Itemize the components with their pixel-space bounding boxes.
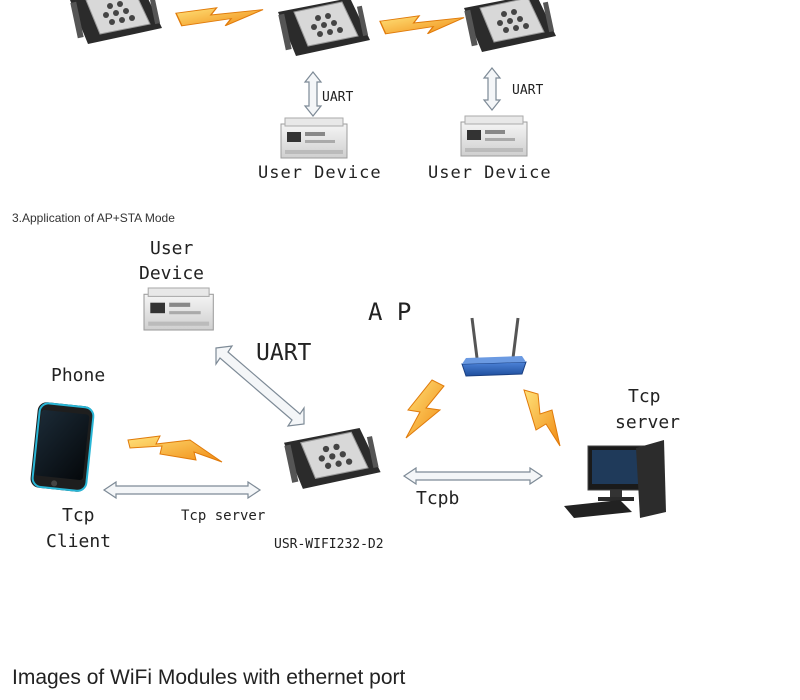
tcp-client-label-line1: Tcp	[62, 505, 95, 526]
tcp-link-arrow	[102, 480, 262, 500]
tcp-server-label-line2: server	[615, 412, 681, 433]
phone-icon	[30, 402, 95, 492]
top-lightning-1	[175, 7, 264, 27]
top-module-3	[463, 0, 557, 53]
router-lightning-right	[523, 389, 561, 447]
ap-label: A P	[368, 298, 412, 326]
footer-heading: Images of WiFi Modules with ethernet por…	[12, 666, 406, 689]
user-device-plc	[143, 287, 214, 331]
tcp-server-label-line1: Tcp	[628, 386, 661, 407]
uart-label: UART	[256, 340, 312, 366]
top-uart-arrow-1	[303, 71, 323, 117]
user-device-label-line1: User	[150, 238, 194, 259]
phone-lightning	[127, 435, 223, 463]
top-user-device-label-2: User Device	[428, 163, 552, 183]
user-device-label-line2: Device	[139, 263, 205, 284]
top-uart-arrow-2	[482, 67, 502, 111]
router-lightning-left	[405, 379, 445, 439]
tcpb-link-arrow	[402, 466, 544, 486]
top-user-device-label-1: User Device	[258, 163, 382, 183]
top-uart-label-2: UART	[512, 83, 544, 98]
top-module-1	[69, 0, 163, 45]
top-module-2	[277, 0, 371, 57]
router-icon	[461, 317, 527, 377]
top-uart-label-1: UART	[322, 90, 354, 105]
top-user-device-1	[280, 117, 348, 159]
phone-label: Phone	[51, 365, 106, 386]
computer-icon	[564, 440, 666, 518]
uart-diagonal-arrow	[215, 345, 305, 427]
tcpb-label: Tcpb	[416, 488, 460, 509]
module-label: USR-WIFI232-D2	[274, 537, 384, 552]
tcp-client-label-line2: Client	[46, 531, 112, 552]
section-heading: 3.Application of AP+STA Mode	[12, 211, 175, 225]
top-user-device-2	[460, 115, 528, 157]
tcp-server-link-label: Tcp server	[181, 508, 266, 524]
top-lightning-2	[379, 15, 465, 35]
wifi-module-main	[283, 427, 382, 490]
